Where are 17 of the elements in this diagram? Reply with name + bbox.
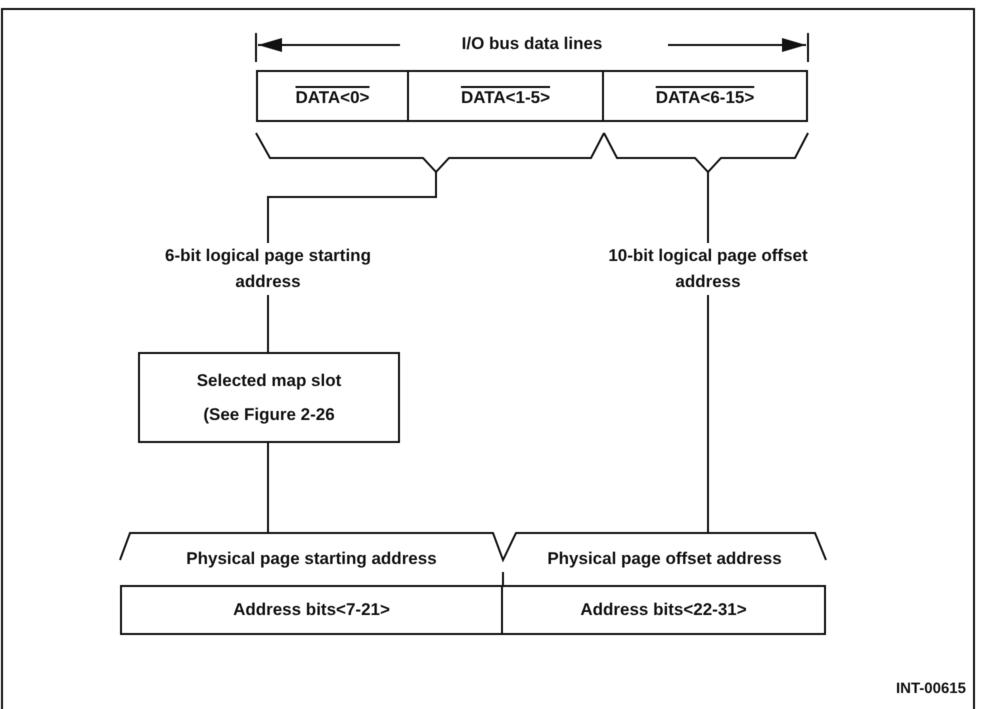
field-label: 6-bit logical page starting address (164, 245, 372, 293)
connector-line (267, 443, 269, 533)
field-label: 10-bit logical page offset address (607, 245, 809, 293)
box-text: Selected map slot (196, 370, 342, 390)
map-slot-box (138, 352, 400, 443)
field-heading: Physical page offset address (546, 549, 783, 569)
register-cell: DATA<6-15> (604, 70, 808, 122)
brace-connector (603, 132, 809, 244)
register-cell: DATA<1-5> (409, 70, 604, 122)
brace-connector (267, 132, 605, 243)
connector-line (707, 295, 709, 533)
box-text: (See Figure 2-26 (203, 404, 335, 424)
field-heading: Physical page starting address (185, 549, 438, 569)
register-cell: Address bits<7-21> (120, 585, 503, 635)
connector-line (267, 295, 269, 352)
register-cell: Address bits<22-31> (503, 585, 826, 635)
register-cell: DATA<0> (256, 70, 409, 122)
